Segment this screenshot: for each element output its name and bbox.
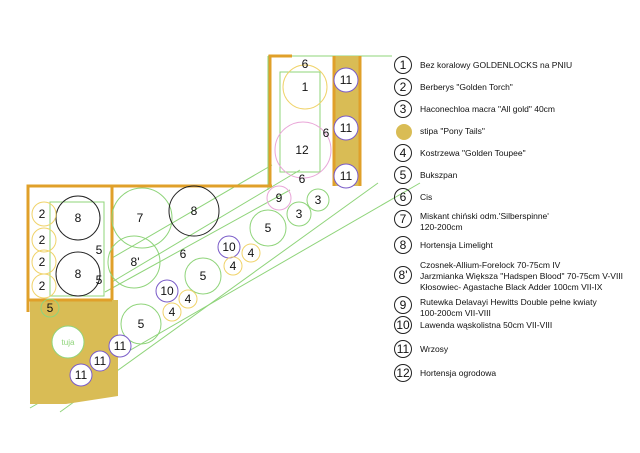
legend-text: Czosnek-Allium-Forelock 70-75cm IV <box>420 260 561 270</box>
legend-item-stipa: stipa "Pony Tails" <box>394 122 640 142</box>
label-5e: 5 <box>96 273 103 287</box>
label-11b: 11 <box>340 121 353 135</box>
label-3a: 3 <box>315 193 322 207</box>
legend-text: stipa "Pony Tails" <box>420 126 485 136</box>
legend-text: Berberys "Golden Torch" <box>420 82 513 92</box>
legend-item-4: 4 Kostrzewa "Golden Toupee" <box>394 144 640 164</box>
legend-item-11: 11 Wrzosy <box>394 340 640 360</box>
label-2d: 2 <box>39 279 46 293</box>
label-5b: 5 <box>200 269 207 283</box>
legend-item-3: 3 Haconechloa macra "All gold" 40cm <box>394 100 640 120</box>
label-5f: 5 <box>47 301 54 315</box>
label-11f: 11 <box>75 368 88 382</box>
label-11a: 11 <box>340 73 353 87</box>
label-7: 7 <box>137 211 144 225</box>
legend-text-line2: 100-200cm VII-VIII <box>420 308 491 318</box>
label-3b: 3 <box>296 207 303 221</box>
label-8a: 8 <box>191 204 198 218</box>
legend-badge: 11 <box>394 340 412 358</box>
legend-badge: 5 <box>394 166 412 184</box>
legend-badge: 8 <box>394 236 412 254</box>
legend-badge: 8' <box>394 266 412 284</box>
legend-text-line3: Kłosowiec- Agastache Black Adder 100cm V… <box>420 282 603 292</box>
legend-text: Rutewka Delavayi Hewitts Double pełne kw… <box>420 297 597 307</box>
label-2a: 2 <box>39 207 46 221</box>
legend-text: Kostrzewa "Golden Toupee" <box>420 148 526 158</box>
label-5c: 5 <box>138 317 145 331</box>
label-11c: 11 <box>340 169 353 183</box>
legend-badge: 3 <box>394 100 412 118</box>
legend-item-10: 10 Lawenda wąskolistna 50cm VII-VIII <box>394 316 640 336</box>
legend-badge: 2 <box>394 78 412 96</box>
legend-text: Haconechloa macra "All gold" 40cm <box>420 104 556 114</box>
legend-badge: 9 <box>394 296 412 314</box>
legend-text: Miskant chiński odm.'Silberspinne' <box>420 211 549 221</box>
legend-text: Hortensja Limelight <box>420 240 493 250</box>
label-4d: 4 <box>169 305 176 319</box>
label-4a: 4 <box>248 246 255 260</box>
label-2c: 2 <box>39 255 46 269</box>
label-1: 1 <box>302 80 309 94</box>
legend-text-line2: 120-200cm <box>420 222 463 232</box>
legend-badge: 1 <box>394 56 412 74</box>
label-thuja: tuja <box>62 338 75 347</box>
label-6b: 6 <box>323 126 330 140</box>
label-6a: 6 <box>302 57 309 71</box>
label-6c: 6 <box>299 172 306 186</box>
label-4b: 4 <box>230 259 237 273</box>
legend-text: Cis <box>420 192 433 202</box>
label-10a: 10 <box>222 240 236 254</box>
legend-item-12: 12 Hortensja ogrodowa <box>394 364 640 384</box>
legend-text: Hortensja ogrodowa <box>420 368 497 378</box>
label-8-left-bottom: 8 <box>75 267 82 281</box>
legend-item-9: 9 Rutewka Delavayi Hewitts Double pełne … <box>394 296 640 326</box>
legend-item-1: 1 Bez koralowy GOLDENLOCKS na PNIU <box>394 56 640 76</box>
label-11d: 11 <box>114 339 127 353</box>
legend-item-5: 5 Bukszpan <box>394 166 640 186</box>
label-5a: 5 <box>265 221 272 235</box>
stipa-swatch <box>396 124 412 140</box>
legend-item-8: 8 Hortensja Limelight <box>394 236 640 256</box>
legend-item-6: 6 Cis <box>394 188 640 208</box>
plant-labels: 1 6 12 6 6 11 11 11 9 3 3 5 7 8 8 8 8' 6… <box>39 57 353 382</box>
legend-item-7: 7 Miskant chiński odm.'Silberspinne' 120… <box>394 210 640 240</box>
label-10b: 10 <box>160 284 174 298</box>
label-11e: 11 <box>94 354 107 368</box>
legend-text: Bez koralowy GOLDENLOCKS na PNIU <box>420 60 573 70</box>
label-2b: 2 <box>39 233 46 247</box>
label-8-prime: 8' <box>131 255 140 269</box>
legend-text: Bukszpan <box>420 170 458 180</box>
label-4c: 4 <box>185 292 192 306</box>
label-12: 12 <box>295 143 309 157</box>
legend-badge: 10 <box>394 316 412 334</box>
inner-bed <box>279 71 321 173</box>
label-5d: 5 <box>96 243 103 257</box>
plant-circles <box>31 64 359 387</box>
legend-text: Lawenda wąskolistna 50cm VII-VIII <box>420 320 553 330</box>
label-9: 9 <box>276 191 283 205</box>
legend-badge: 4 <box>394 144 412 162</box>
legend-badge: 7 <box>394 210 412 228</box>
label-8-left-top: 8 <box>75 211 82 225</box>
legend-badge: 12 <box>394 364 412 382</box>
legend-text: Wrzosy <box>420 344 449 354</box>
label-6d: 6 <box>180 247 187 261</box>
legend-item-8-prime: 8' Czosnek-Allium-Forelock 70-75cm IV Ja… <box>394 260 640 300</box>
legend-text-line2: Jarzmianka Większa "Hadspen Blood" 70-75… <box>420 271 624 281</box>
legend-badge: 6 <box>394 188 412 206</box>
legend-item-2: 2 Berberys "Golden Torch" <box>394 78 640 98</box>
